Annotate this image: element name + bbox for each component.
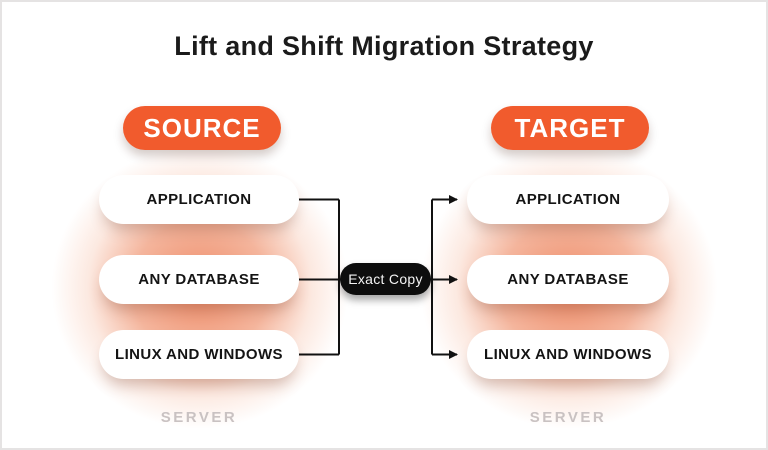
source-server-label: SERVER: [160, 409, 238, 426]
target-item-linux-windows: LINUX AND WINDOWS: [467, 330, 669, 379]
source-badge: SOURCE: [123, 106, 281, 150]
page-title: Lift and Shift Migration Strategy: [174, 31, 594, 61]
source-item-any-database: ANY DATABASE: [99, 255, 299, 304]
source-item-linux-windows: LINUX AND WINDOWS: [99, 330, 299, 379]
target-item-any-database: ANY DATABASE: [467, 255, 669, 304]
source-item-application: APPLICATION: [99, 175, 299, 224]
target-item-application: APPLICATION: [467, 175, 669, 224]
exact-copy-badge: Exact Copy: [340, 263, 431, 295]
target-server-label: SERVER: [529, 409, 607, 426]
target-badge: TARGET: [491, 106, 649, 150]
